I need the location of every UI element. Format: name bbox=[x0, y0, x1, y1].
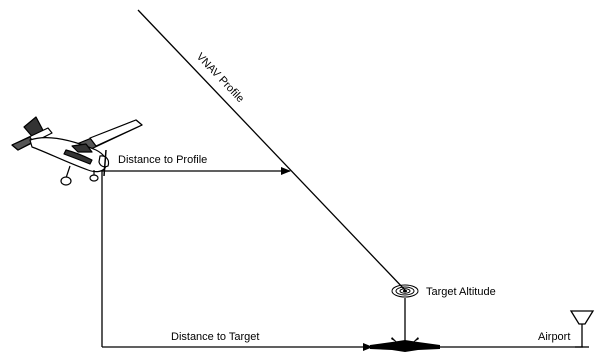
distance-to-target-label: Distance to Target bbox=[171, 331, 259, 343]
windsock-icon bbox=[569, 310, 595, 348]
airport-label: Airport bbox=[538, 331, 570, 343]
distance-to-profile-label: Distance to Profile bbox=[118, 154, 207, 166]
target-altitude-label: Target Altitude bbox=[426, 286, 496, 298]
airplane-icon bbox=[11, 116, 143, 186]
altitude-marker-icon bbox=[391, 284, 419, 298]
target-cross-icon bbox=[370, 337, 440, 352]
vnav-profile-line bbox=[137, 9, 406, 291]
